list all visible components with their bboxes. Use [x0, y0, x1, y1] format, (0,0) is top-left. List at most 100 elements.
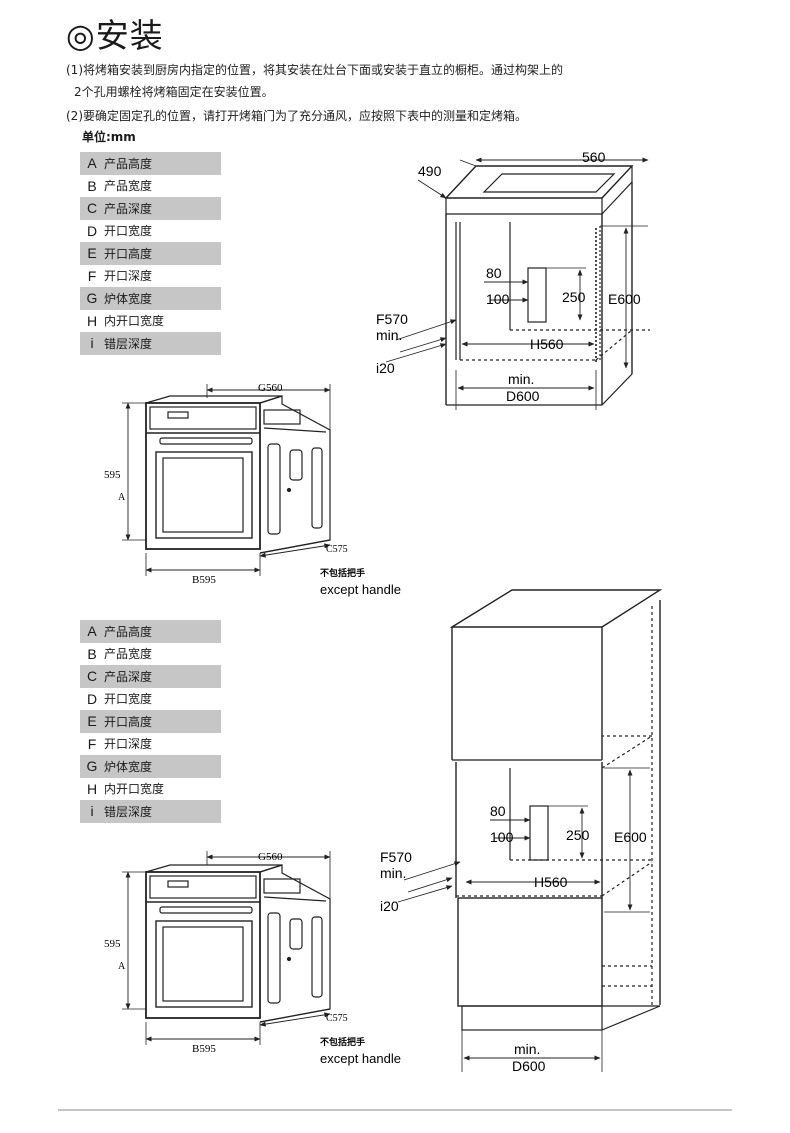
cabinet-under-counter-drawing	[385, 157, 650, 410]
legend-row: H 内开口宽度	[80, 778, 221, 801]
legend-letter: G	[86, 290, 98, 307]
tall-d-label: D600	[512, 1058, 546, 1074]
legend-letter: i	[90, 803, 94, 820]
cabinet-d-min-label: min.	[508, 371, 534, 387]
legend-letter: E	[87, 245, 97, 262]
legend-letter: B	[87, 645, 97, 662]
legend-letter: H	[86, 312, 98, 329]
legend-row: G 炉体宽度	[80, 755, 221, 778]
cabinet-80-label: 80	[486, 265, 502, 281]
oven-note-en: except handle	[320, 582, 401, 597]
oven-note-cn: 不包括把手	[320, 1036, 365, 1047]
cabinet-560-label: 560	[582, 149, 606, 165]
legend-label: 开口深度	[104, 737, 153, 752]
cabinet-tall-drawing	[397, 589, 663, 1072]
legend-row: i 错层深度	[80, 800, 221, 823]
cabinet-100-label: 100	[486, 291, 510, 307]
cabinet-d-label: D600	[506, 388, 540, 404]
oven-height-label: 595	[104, 938, 121, 950]
legend-label: 产品深度	[104, 201, 153, 216]
legend-label: 炉体宽度	[104, 291, 153, 306]
oven-c-label: C575	[326, 544, 348, 555]
cabinet-i-label: i20	[376, 360, 395, 376]
legend-letter: E	[87, 713, 97, 730]
legend-label: 产品深度	[104, 669, 153, 684]
oven-note-cn: 不包括把手	[320, 567, 365, 578]
tall-f-label: F570	[380, 849, 412, 865]
legend-letter: C	[86, 200, 98, 217]
legend-label: 炉体宽度	[104, 759, 153, 774]
legend-label: 开口宽度	[104, 224, 153, 239]
legend-label: 内开口宽度	[104, 314, 165, 329]
legend-label: 产品高度	[104, 624, 153, 639]
oven-g-label: G560	[258, 851, 283, 863]
legend-row: i 错层深度	[80, 332, 221, 355]
legend-row: H 内开口宽度	[80, 310, 221, 333]
cabinet-f-min-label: min.	[376, 327, 402, 343]
tall-h-label: H560	[534, 874, 568, 890]
legend-label: 开口高度	[104, 246, 153, 261]
legend-letter: A	[87, 623, 97, 640]
legend-letter: G	[86, 758, 98, 775]
oven-b-label: B595	[192, 574, 216, 586]
cabinet-f-label: F570	[376, 311, 408, 327]
oven-note-en: except handle	[320, 1051, 401, 1066]
legend-letter: A	[87, 155, 97, 172]
legend-table-top: A 产品高度 B 产品宽度 C 产品深度 D 开口宽度 E 开口高度 F 开口深度 G 炉体宽…	[80, 152, 221, 355]
legend-label: 产品宽度	[104, 647, 153, 662]
legend-row: E 开口高度	[80, 710, 221, 733]
legend-label: 内开口宽度	[104, 782, 165, 797]
legend-row: D 开口宽度	[80, 688, 221, 711]
oven-drawing-top	[122, 384, 331, 576]
oven-a-label: A	[118, 961, 126, 972]
legend-row: G 炉体宽度	[80, 287, 221, 310]
cabinet-e-label: E600	[608, 291, 641, 307]
legend-label: 产品高度	[104, 156, 153, 171]
legend-row: E 开口高度	[80, 242, 221, 265]
oven-a-label: A	[118, 492, 126, 503]
legend-label: 开口宽度	[104, 692, 153, 707]
legend-row: A 产品高度	[80, 620, 221, 643]
instruction-1-line-2: 2个孔用螺栓将烤箱固定在安装位置。	[74, 85, 274, 99]
oven-c-label: C575	[326, 1013, 348, 1024]
legend-letter: B	[87, 177, 97, 194]
cabinet-490-label: 490	[418, 163, 442, 179]
legend-label: 错层深度	[104, 336, 153, 351]
legend-letter: D	[86, 690, 98, 707]
legend-label: 产品宽度	[104, 179, 153, 194]
legend-row: B 产品宽度	[80, 643, 221, 666]
legend-label: 开口深度	[104, 269, 153, 284]
tall-f-min-label: min.	[380, 865, 406, 881]
cabinet-250-label: 250	[562, 289, 586, 305]
legend-letter: H	[86, 780, 98, 797]
oven-b-label: B595	[192, 1043, 216, 1055]
legend-letter: F	[87, 267, 97, 284]
oven-height-label: 595	[104, 469, 121, 481]
legend-letter: C	[86, 668, 98, 685]
legend-row: A 产品高度	[80, 152, 221, 175]
oven-g-label: G560	[258, 382, 283, 394]
legend-row: C 产品深度	[80, 665, 221, 688]
tall-80-label: 80	[490, 803, 506, 819]
legend-letter: i	[90, 335, 94, 352]
legend-letter: D	[86, 222, 98, 239]
legend-row: B 产品宽度	[80, 175, 221, 198]
page-title: ◎安装	[66, 16, 164, 55]
legend-label: 开口高度	[104, 714, 153, 729]
legend-row: D 开口宽度	[80, 220, 221, 243]
tall-i-label: i20	[380, 898, 399, 914]
tall-100-label: 100	[490, 829, 514, 845]
legend-label: 错层深度	[104, 804, 153, 819]
tall-250-label: 250	[566, 827, 590, 843]
instruction-2: (2)要确定固定孔的位置，请打开烤箱门为了充分通风，应按照下表中的测量和定烤箱。	[66, 109, 528, 123]
legend-row: F 开口深度	[80, 265, 221, 288]
tall-d-min-label: min.	[514, 1041, 540, 1057]
legend-row: C 产品深度	[80, 197, 221, 220]
cabinet-h-label: H560	[530, 336, 564, 352]
unit-label: 单位:mm	[82, 130, 136, 144]
oven-drawing-bottom	[122, 851, 331, 1045]
instruction-1-line-1: (1)将烤箱安装到厨房内指定的位置，将其安装在灶台下面或安装于直立的橱柜。通过构…	[66, 63, 564, 77]
